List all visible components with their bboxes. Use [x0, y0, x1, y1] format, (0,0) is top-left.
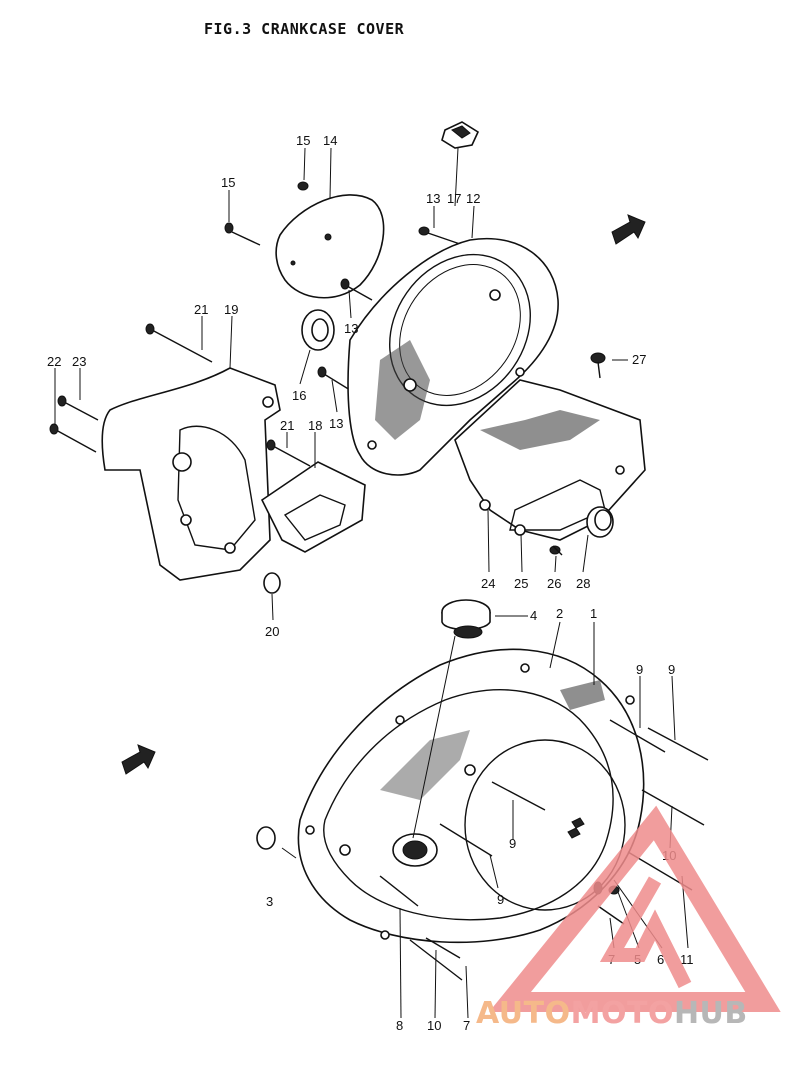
bolt-9-b: [647, 727, 709, 761]
part-label: 7: [463, 1018, 470, 1033]
part-label: 9: [636, 662, 643, 677]
oil-seal-16: [301, 309, 335, 351]
screw-15-left: [224, 222, 261, 246]
part-label: 16: [292, 388, 306, 403]
oil-filler-cap-4: [441, 599, 491, 639]
bolt-7-lower: [425, 937, 461, 959]
part-label: 24: [481, 576, 495, 591]
part-label: 19: [224, 302, 238, 317]
bolt-13-top: [418, 226, 461, 245]
part-label: 10: [427, 1018, 441, 1033]
cap-nut-17: [441, 121, 480, 149]
part-label: 4: [530, 608, 537, 623]
chain-guide-18: [260, 461, 366, 553]
bolt-8: [379, 875, 419, 907]
part-label: 9: [509, 836, 516, 851]
bolt-13-middle: [340, 278, 373, 301]
screw-26: [549, 545, 563, 556]
part-label: 23: [72, 354, 86, 369]
part-label: 20: [265, 624, 279, 639]
part-label: 14: [323, 133, 337, 148]
bolt-22: [49, 423, 97, 453]
part-label: 1: [590, 606, 597, 621]
dowel-pin-3: [256, 826, 276, 850]
bolt-9-c: [491, 781, 546, 811]
part-label: 27: [632, 352, 646, 367]
part-label: 6: [657, 952, 664, 967]
front-arrow-icon: [121, 744, 156, 775]
part-label: 13: [329, 416, 343, 431]
part-label: 21: [194, 302, 208, 317]
plug-cap-28: [586, 506, 614, 538]
figure-title: FIG.3 CRANKCASE COVER: [204, 20, 405, 38]
magneto-cover-12: [347, 237, 559, 476]
bolt-10-upper: [641, 789, 705, 826]
watermark-moto: MOTO: [570, 996, 674, 1031]
part-label: 25: [514, 576, 528, 591]
front-arrow-icon: [611, 214, 646, 245]
bolt-21-lower: [266, 439, 311, 467]
crankcase-cover-1: [297, 648, 645, 944]
part-label: 3: [266, 894, 273, 909]
leader-lines: [54, 147, 689, 1019]
part-label: 9: [668, 662, 675, 677]
part-label: 13: [426, 191, 440, 206]
watermark-auto: AUTO: [476, 996, 571, 1031]
watermark-hub: HUB: [673, 996, 748, 1031]
bolt-9-d: [439, 823, 493, 857]
bolt-21-upper: [145, 323, 213, 363]
watermark-logo-icon: [489, 805, 781, 1012]
part-label: 22: [47, 354, 61, 369]
screw-27: [590, 352, 606, 379]
sprocket-cover-19: [101, 367, 281, 581]
bolt-9-a: [609, 719, 666, 753]
bolt-13-lower: [317, 366, 351, 391]
part-label: 9: [497, 892, 504, 907]
part-label: 13: [344, 321, 358, 336]
part-label: 21: [280, 418, 294, 433]
watermark-brand: AUTOMOTOHUB: [476, 996, 748, 1031]
dowel-pin-20: [263, 572, 281, 594]
bolt-7-right: [597, 905, 625, 925]
part-label: 11: [680, 952, 694, 967]
inspection-cover-disc: [275, 194, 385, 299]
part-label: 12: [466, 191, 480, 206]
bolt-23: [57, 395, 99, 421]
part-label: 17: [447, 191, 461, 206]
part-label: 18: [308, 418, 322, 433]
part-label: 26: [547, 576, 561, 591]
part-label: 15: [221, 175, 235, 190]
part-label: 28: [576, 576, 590, 591]
part-label: 15: [296, 133, 310, 148]
part-label: 2: [556, 606, 563, 621]
part-labels: 15 14 15 13 17 12 13 13 16 21 19 22 23 2…: [47, 133, 694, 1033]
part-label: 8: [396, 1018, 403, 1033]
screw-15-upper: [297, 181, 309, 191]
